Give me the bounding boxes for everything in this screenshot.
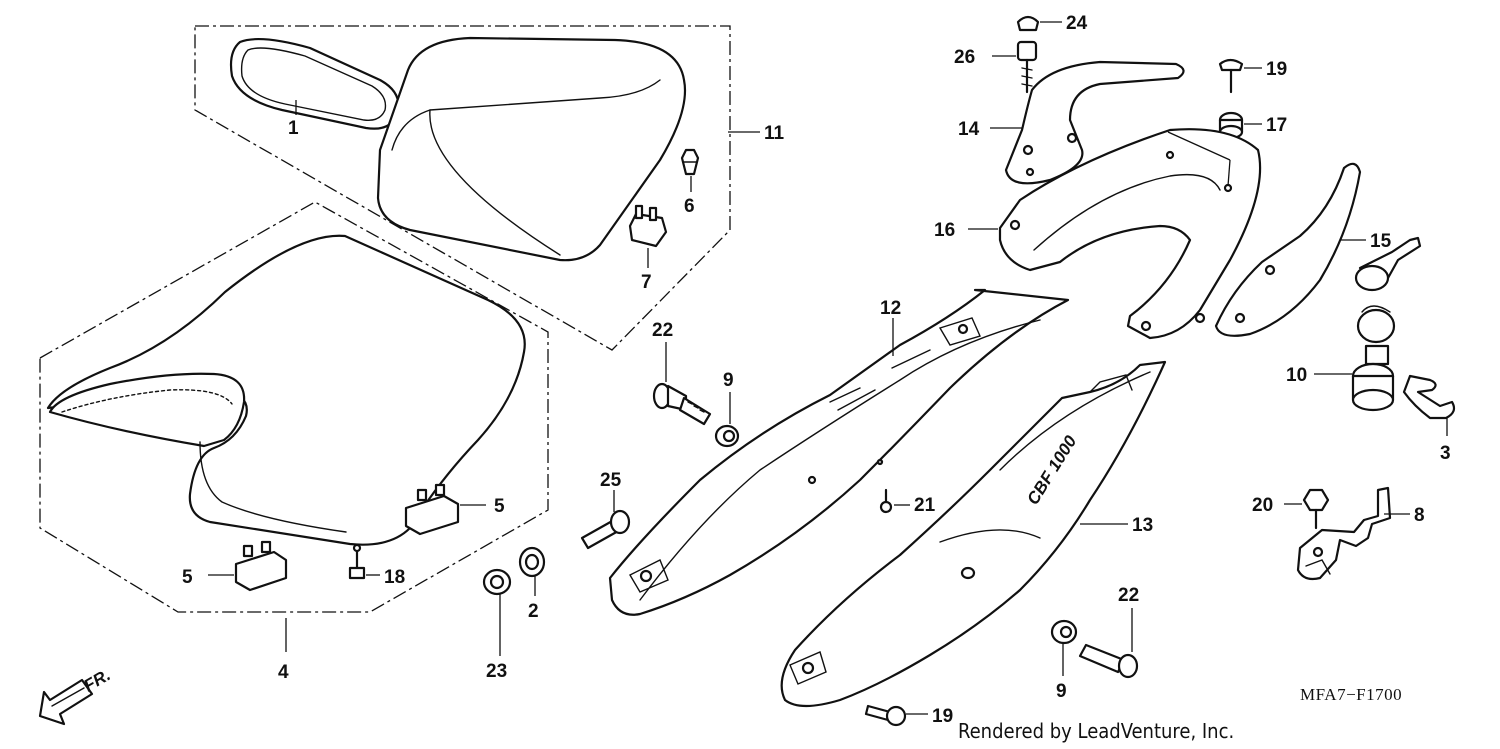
grommet-9-lower[interactable] — [1050, 619, 1078, 645]
callout-21: 21 — [914, 495, 936, 516]
render-credit: Rendered by LeadVenture, Inc. — [958, 719, 1234, 743]
diagram-code: MFA7−F1700 — [1300, 685, 1402, 704]
callout-5-upper: 5 — [494, 496, 505, 517]
screw-19-upper[interactable] — [1218, 58, 1244, 94]
front-seat-group-frame — [39, 201, 549, 613]
seat-cushion-6[interactable] — [680, 148, 700, 176]
callout-16: 16 — [934, 220, 955, 241]
right-side-cover[interactable] — [780, 360, 1167, 708]
bolt-20[interactable] — [1302, 488, 1330, 530]
callout-9-upper: 9 — [723, 370, 734, 391]
callout-15: 15 — [1370, 231, 1392, 252]
callout-13: 13 — [1132, 515, 1153, 536]
callout-6: 6 — [684, 196, 695, 217]
screw-19-lower[interactable] — [864, 704, 907, 727]
callout-22-lower: 22 — [1118, 585, 1139, 606]
callout-4: 4 — [278, 662, 289, 683]
callout-24: 24 — [1066, 13, 1088, 34]
left-side-cover[interactable] — [608, 288, 1070, 616]
seat-lock-10[interactable] — [1351, 236, 1422, 412]
screw-21[interactable] — [879, 488, 893, 514]
seat-bracket-7[interactable] — [628, 204, 668, 248]
callout-20: 20 — [1252, 495, 1273, 516]
collar-bolt-26[interactable] — [1016, 40, 1038, 94]
callout-14: 14 — [958, 119, 980, 140]
callout-8: 8 — [1414, 505, 1425, 526]
bracket-8[interactable] — [1296, 486, 1392, 581]
rear-seat-group-frame — [194, 25, 731, 351]
callout-23: 23 — [486, 661, 507, 682]
lock-clip-3[interactable] — [1402, 374, 1456, 420]
callout-22-upper: 22 — [652, 320, 673, 341]
callout-17: 17 — [1266, 115, 1287, 136]
seat-block-5-upper[interactable] — [404, 483, 460, 536]
callout-12: 12 — [880, 298, 901, 319]
screw-25[interactable] — [580, 509, 631, 550]
grommet-9-upper[interactable] — [714, 424, 740, 448]
grab-rail-left[interactable] — [1004, 60, 1185, 185]
cap-24[interactable] — [1016, 15, 1040, 32]
grommet-2[interactable] — [518, 546, 546, 578]
callout-19-upper: 19 — [1266, 59, 1287, 80]
callout-2: 2 — [528, 601, 539, 622]
collar-23[interactable] — [482, 568, 512, 596]
callout-7: 7 — [641, 272, 652, 293]
rear-cowl[interactable] — [998, 128, 1262, 340]
callout-1: 1 — [288, 118, 299, 139]
grab-rail-right[interactable] — [1214, 162, 1362, 337]
callout-11: 11 — [764, 123, 785, 144]
callout-10: 10 — [1286, 365, 1307, 386]
seat-band[interactable] — [229, 38, 400, 130]
rear-seat[interactable] — [376, 36, 687, 262]
seat-block-5-lower[interactable] — [234, 540, 288, 592]
callout-5-lower: 5 — [182, 567, 193, 588]
callout-25: 25 — [600, 470, 622, 491]
bolt-22-lower[interactable] — [1078, 643, 1139, 679]
callout-9-lower: 9 — [1056, 681, 1067, 702]
bolt-22-upper[interactable] — [652, 382, 712, 426]
front-direction-arrow — [38, 678, 94, 726]
callout-26: 26 — [954, 47, 975, 68]
callout-19-lower: 19 — [932, 706, 953, 727]
front-seat[interactable] — [46, 234, 526, 546]
screw-18[interactable] — [348, 543, 366, 580]
callout-18: 18 — [384, 567, 405, 588]
callout-3: 3 — [1440, 443, 1451, 464]
